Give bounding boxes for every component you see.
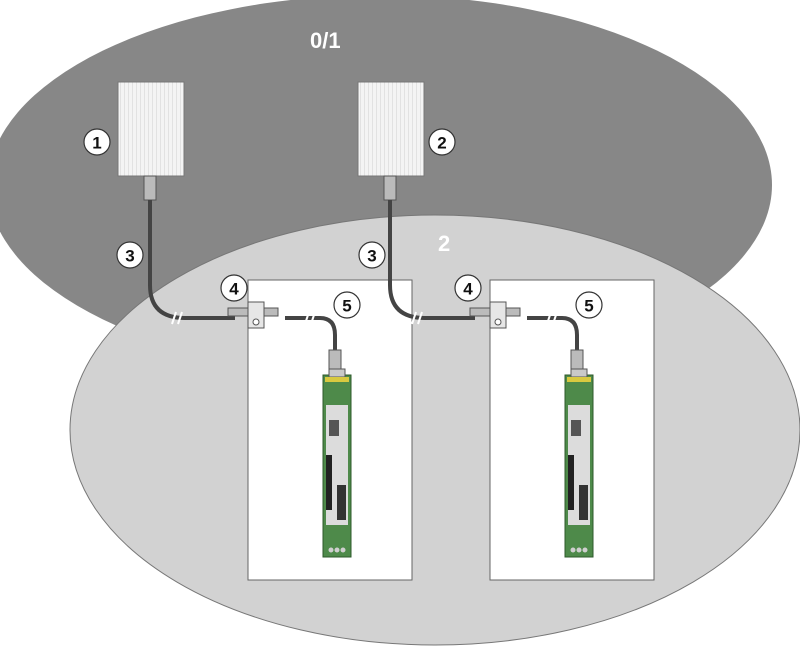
callout-5: 5: [333, 291, 361, 319]
antenna-1: [117, 81, 185, 201]
callout-5: 5: [575, 291, 603, 319]
callout-number: 5: [342, 297, 351, 316]
callout-number: 1: [92, 134, 101, 153]
antenna-2: [357, 81, 425, 201]
callout-4: 4: [220, 274, 248, 302]
callout-4: 4: [454, 274, 482, 302]
callout-1: 1: [83, 128, 111, 156]
callout-number: 4: [229, 280, 239, 299]
callout-3: 3: [358, 241, 386, 269]
callout-3: 3: [116, 241, 144, 269]
zone-0-1-label: 0/1: [310, 28, 341, 53]
callout-number: 3: [125, 247, 134, 266]
callout-number: 5: [584, 297, 593, 316]
device-2: [564, 368, 594, 558]
callout-number: 2: [437, 134, 446, 153]
callout-number: 3: [367, 247, 376, 266]
callout-number: 4: [463, 280, 473, 299]
cables: [148, 200, 579, 370]
device-1: [322, 368, 352, 558]
callout-2: 2: [428, 128, 456, 156]
zone-2-area: [69, 214, 800, 646]
zone-2-label: 2: [438, 231, 450, 256]
